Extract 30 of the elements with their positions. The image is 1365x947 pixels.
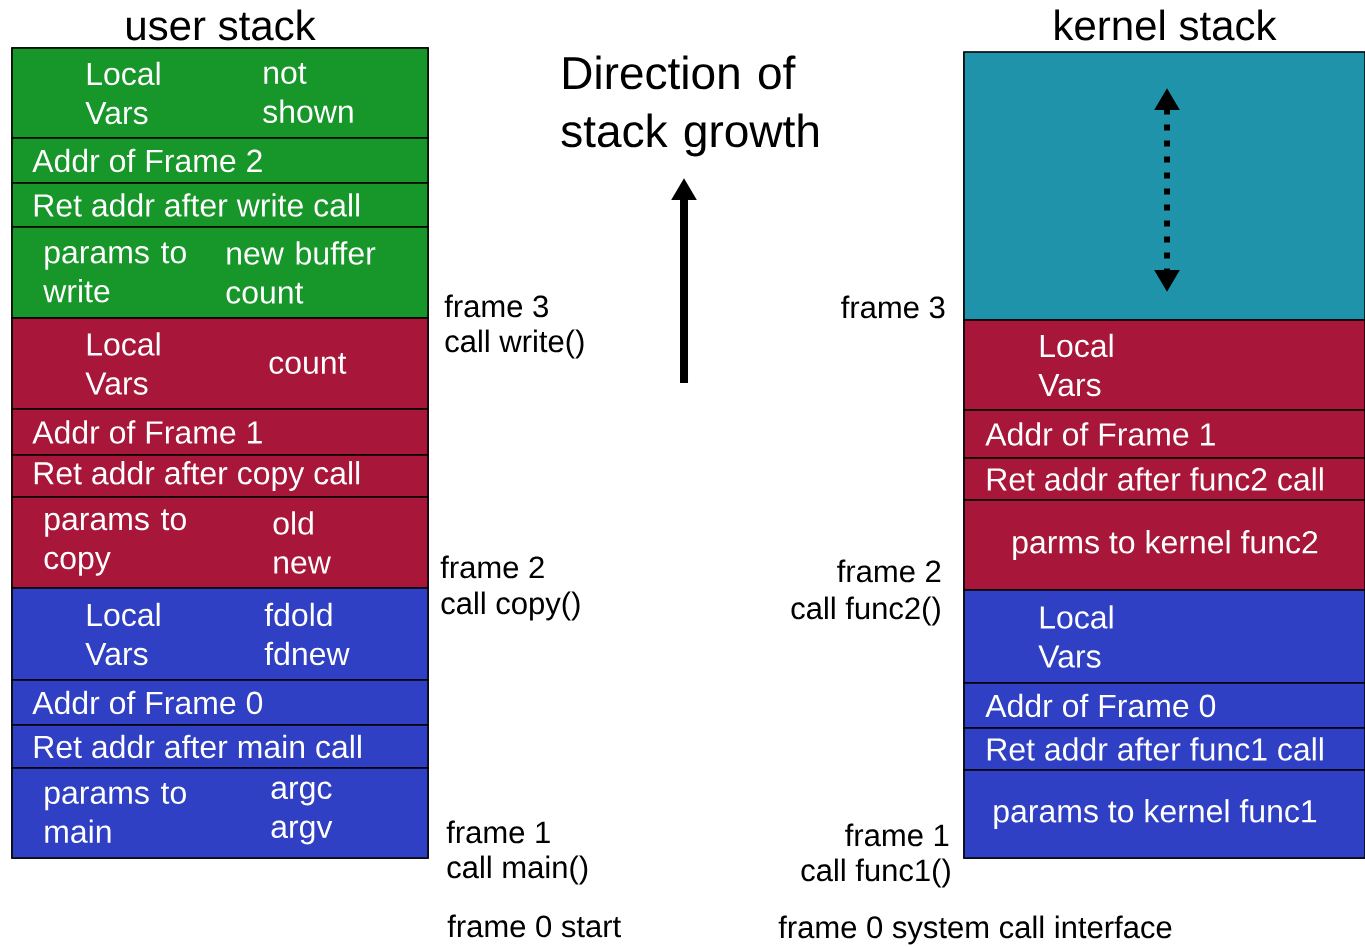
frame-label: call write() [445, 329, 584, 359]
frame-label: frame 0 system call interface [778, 915, 1172, 945]
frame-label: frame 0 start [447, 914, 621, 938]
stack-cell: Ret addr after copy call [11, 454, 429, 498]
empty-region [963, 51, 1365, 321]
frame-label: frame 2 [837, 559, 941, 583]
stack-cell: Addr of Frame 0 [11, 679, 429, 726]
stack-cell: Addr of Frame 1 [11, 408, 429, 456]
node-label: kernel stack [1055, 9, 1277, 41]
node-label: user stack [127, 9, 316, 41]
heading: Direction of stack growth [561, 55, 818, 157]
frame-label: frame 2 [440, 555, 544, 579]
stack-cell: Local Vars not shown [11, 47, 429, 139]
stack-cell: Ret addr after func2 call [963, 457, 1365, 501]
frame-label: call copy() [441, 591, 580, 621]
stack-cell: Addr of Frame 2 [11, 137, 429, 184]
frame-label: call func2() [791, 596, 940, 626]
frame-label: frame 3 [841, 295, 945, 319]
stack-cell: Local Vars count [11, 317, 429, 410]
frame-label: call func1() [801, 858, 950, 888]
frame-label: frame 1 [845, 823, 949, 847]
stack-cell: Local Vars [963, 319, 1365, 411]
frame-label: call main() [447, 855, 588, 885]
stack-cell: Addr of Frame 1 [963, 409, 1365, 459]
frame-label: frame 1 [446, 820, 550, 844]
stack-cell: Addr of Frame 0 [963, 682, 1365, 729]
stack-cell: Ret addr after main call [11, 724, 429, 769]
frame-label: frame 3 [444, 294, 548, 318]
stack-cell: Ret addr after write call [11, 182, 429, 228]
stack-cell: Ret addr after func1 call [963, 727, 1365, 771]
